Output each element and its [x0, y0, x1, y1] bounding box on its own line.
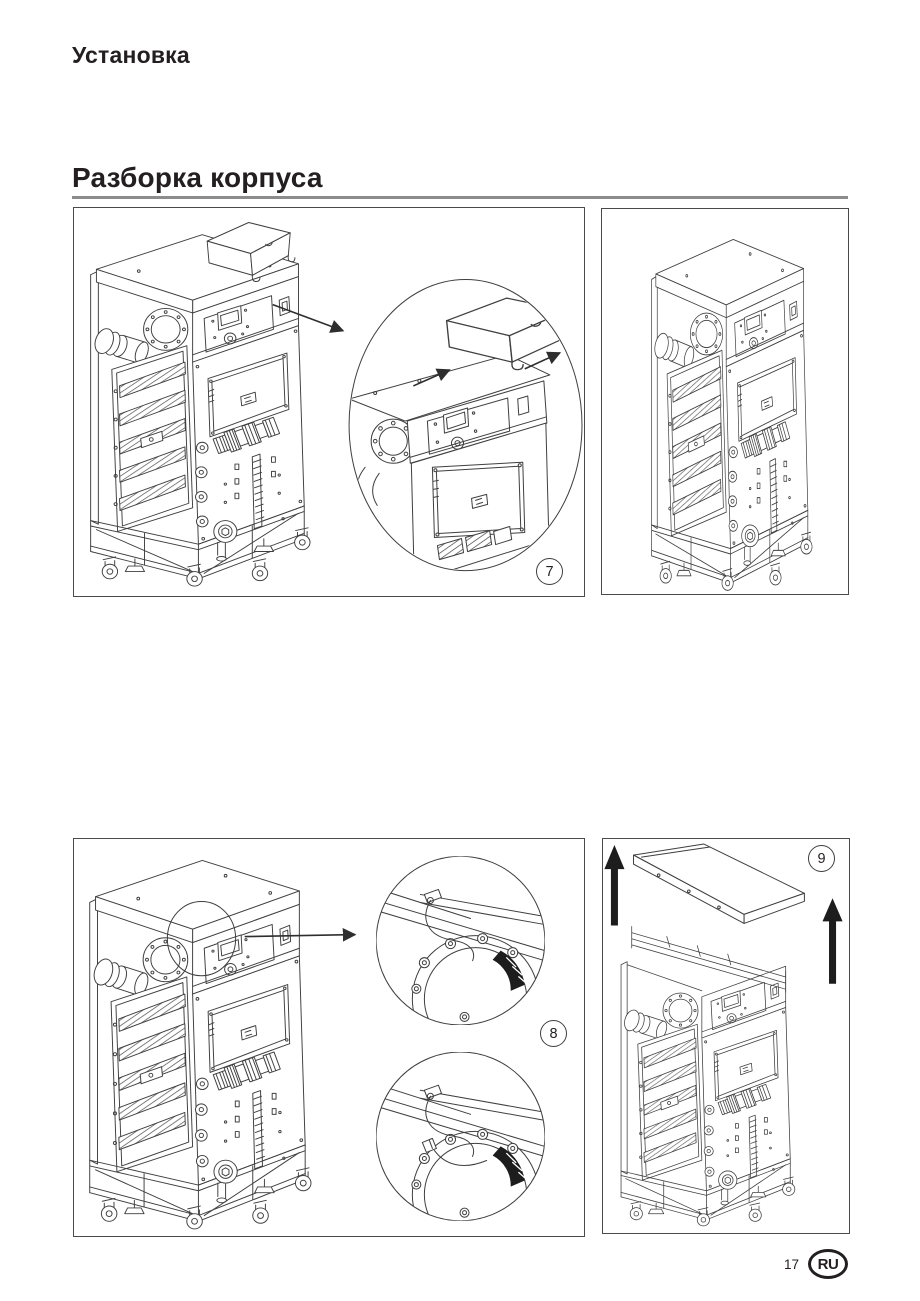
page-number: 17 — [783, 1256, 799, 1272]
detail-circle — [348, 279, 583, 572]
figure-box-unnumbered — [601, 208, 849, 595]
figure-callout-7: 7 — [536, 558, 563, 585]
latch-detail-top — [376, 856, 545, 1062]
figure-callout-9: 9 — [808, 845, 835, 872]
figure-box-9: 9 — [602, 838, 850, 1234]
callout-arrow-icon — [272, 303, 345, 333]
fig9-illustration — [604, 843, 843, 1227]
language-badge: RU — [808, 1249, 848, 1279]
figure-box-8: 8 — [73, 838, 585, 1237]
page-title: Установка — [72, 42, 190, 68]
callout-arrow-icon — [244, 927, 357, 942]
hook-arrow-icon — [524, 351, 562, 370]
fig7-illustration — [90, 221, 583, 587]
connector-plug-drawing — [428, 1139, 488, 1166]
annotation-circle — [166, 900, 237, 977]
section-divider — [72, 196, 848, 199]
removed-top-panel-drawing — [633, 843, 805, 924]
figure-box-7: 7 — [73, 207, 585, 597]
page-footer: 17 RU — [784, 1249, 848, 1279]
up-arrow-icon — [822, 898, 843, 984]
fig-unnumbered-illustration — [651, 238, 813, 591]
figure-callout-8: 8 — [540, 1020, 567, 1047]
up-arrow-icon — [604, 845, 625, 926]
fig8-illustration — [89, 839, 584, 1236]
section-title: Разборка корпуса — [72, 162, 323, 193]
hook-arrow-icon — [413, 368, 451, 387]
removed-hood-detail-drawing — [445, 297, 575, 371]
latch-detail-bottom — [376, 1052, 545, 1236]
